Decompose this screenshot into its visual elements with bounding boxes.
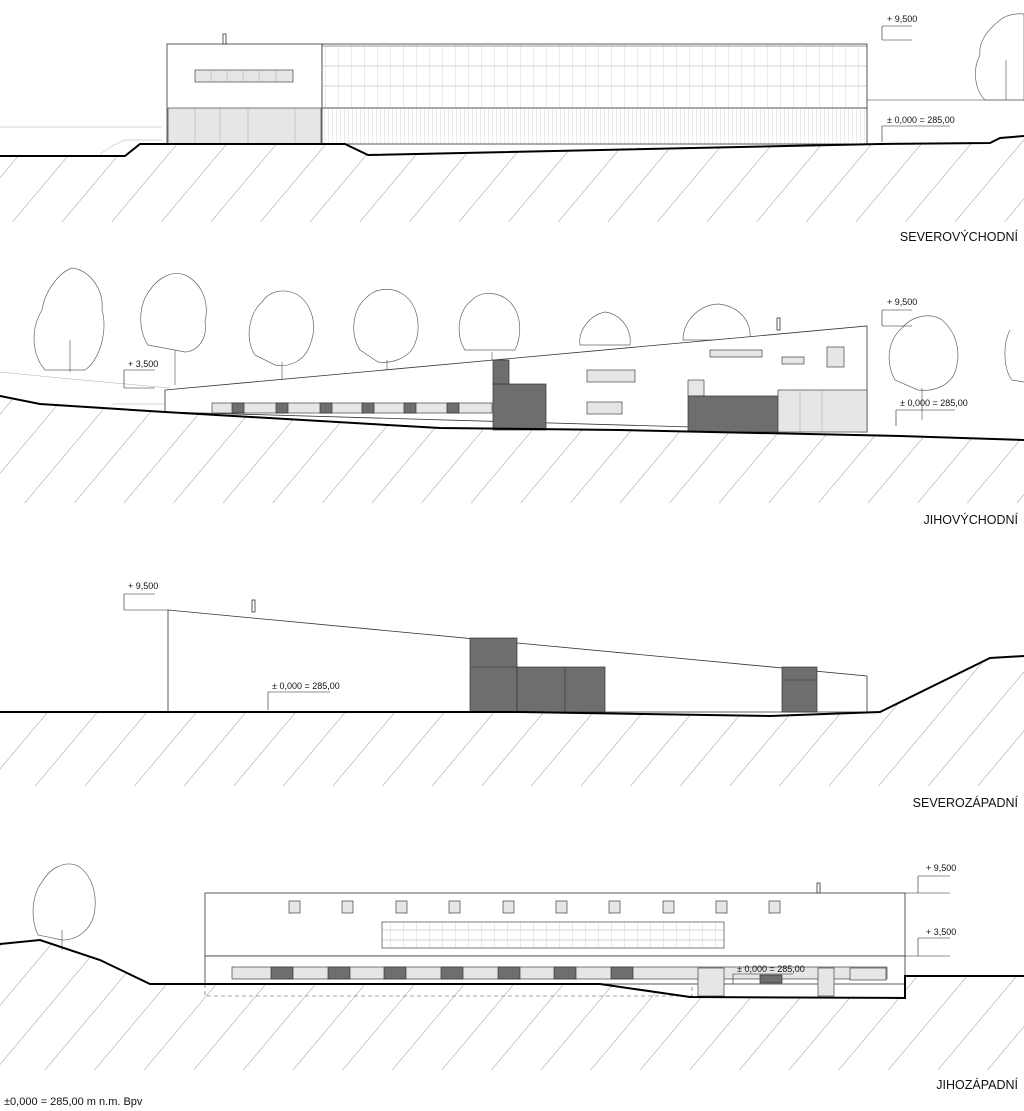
level-marker-base: ± 0,000 = 285,00 <box>732 964 805 984</box>
tree-icon <box>682 303 751 341</box>
soil-hatch <box>0 136 1024 222</box>
ground-line <box>0 938 1024 1000</box>
elevation-title: SEVEROVÝCHODNÍ <box>900 229 1019 244</box>
level-label: + 9,500 <box>887 14 917 24</box>
level-marker-base: ± 0,000 = 285,00 <box>895 398 968 426</box>
level-label: + 3,500 <box>926 927 956 937</box>
tree-icon <box>32 863 96 950</box>
level-marker-base: ± 0,000 = 285,00 <box>881 115 955 142</box>
hall-glazing <box>321 45 868 109</box>
elevation-severovychodni: + 9,500 ± 0,000 = 285,00 SEVEROVÝCHODNÍ <box>0 13 1024 244</box>
level-label: + 9,500 <box>128 581 158 591</box>
level-marker-top: + 9,500 <box>881 297 917 327</box>
level-label: ± 0,000 = 285,00 <box>900 398 968 408</box>
elevation-jihozapadni: + 9,500 + 3,500 ± 0,000 = 285,00 JIHOZÁP… <box>0 863 1024 1092</box>
soil-hatch <box>0 656 1024 786</box>
entrance-dark-panel <box>492 383 547 431</box>
ground-line <box>0 135 1024 157</box>
tree-icon <box>975 13 1024 101</box>
tree-icon <box>458 293 521 365</box>
tree-icon <box>1004 329 1024 383</box>
level-label: + 9,500 <box>926 863 956 873</box>
level-marker-mid: + 3,500 <box>905 927 956 957</box>
glazing-band <box>381 921 725 949</box>
level-marker-mid: + 3,500 <box>123 359 158 389</box>
elevation-severozapadni: + 9,500 ± 0,000 = 285,00 SEVEROZÁPADNÍ <box>0 581 1024 810</box>
level-label: ± 0,000 = 285,00 <box>737 964 805 974</box>
elevation-jihovychodni: + 9,500 + 3,500 ± 0,000 = 285,00 JIHOVÝC… <box>0 267 1024 527</box>
elevation-title: SEVEROZÁPADNÍ <box>913 795 1019 810</box>
tree-icon <box>248 290 314 390</box>
level-label: ± 0,000 = 285,00 <box>272 681 340 691</box>
elevation-title: JIHOZÁPADNÍ <box>936 1077 1018 1092</box>
elevation-title: JIHOVÝCHODNÍ <box>924 512 1019 527</box>
tree-icon <box>888 315 959 420</box>
ground-floor-glazing <box>167 107 322 145</box>
dark-panel-large <box>469 637 518 713</box>
level-marker-top: + 9,500 <box>905 863 956 894</box>
tree-icon <box>33 267 105 372</box>
datum-footnote: ±0,000 = 285,00 m n.m. Bpv <box>4 1096 143 1108</box>
level-label: + 3,500 <box>128 359 158 369</box>
level-marker-top: + 9,500 <box>123 581 168 611</box>
ground-line <box>0 655 1024 718</box>
level-marker-base: ± 0,000 = 285,00 <box>267 681 340 710</box>
tree-icon <box>140 273 207 385</box>
soil-hatch <box>0 940 1024 1070</box>
level-label: + 9,500 <box>887 297 917 307</box>
level-label: ± 0,000 = 285,00 <box>887 115 955 125</box>
ground-line <box>0 395 1024 441</box>
soil-hatch <box>0 396 1024 503</box>
tree-icon <box>579 311 631 346</box>
level-marker-top: + 9,500 <box>881 14 917 41</box>
